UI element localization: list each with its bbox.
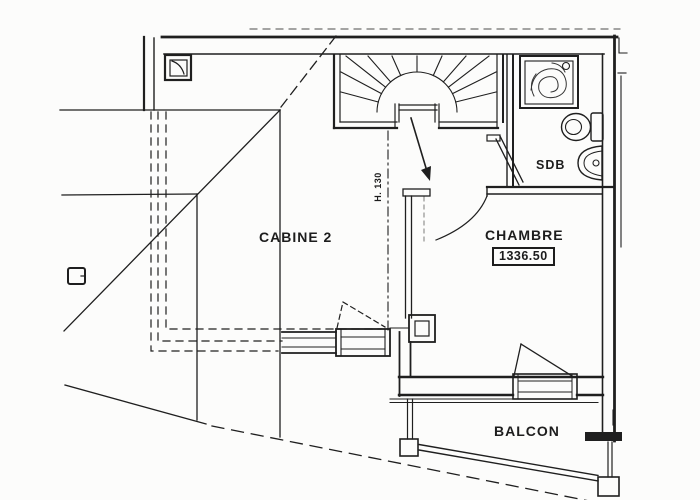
door-swing-balcony [513,343,573,377]
north-wall [160,28,621,55]
chambre-door-swing [423,134,524,244]
staircase [332,53,504,181]
railing-post-foot [399,438,419,457]
stair-direction-arrow-icon [410,117,431,181]
room-label-balcon: BALCON [494,423,560,439]
sink-icon [577,145,603,181]
balcony-railing [399,398,620,497]
sdb-walls [485,54,616,197]
west-upper-wall [142,35,155,112]
area-value-box: 1336.50 [492,247,555,266]
stair-outline [332,53,504,130]
left-structure-lines [59,35,337,438]
demolition-dashed-lines [150,111,382,352]
room-label-chambre: CHAMBRE [485,227,564,243]
hatch-panel-icon [163,53,193,82]
room-label-sdb: SDB [536,158,566,172]
room-label-cabine: CABINE 2 [259,229,333,245]
railing-post-foot [597,476,620,497]
electrical-outlet-icon [67,267,86,285]
door-swing-cabine-window [336,301,386,329]
balcony-south-wall [389,331,605,403]
height-note-label: H. 130 [373,172,383,202]
east-boundary-line [612,37,628,426]
toilet-icon [560,112,604,142]
partition-wall-cabine-chambre [402,188,431,319]
stair-treads [340,55,497,103]
window-chambre [512,373,578,400]
terrace-boundary-lines [64,384,588,500]
stair-walk-line [376,71,458,113]
cabine-window-wall [281,301,391,357]
shower-icon [519,55,579,109]
east-wall [585,34,622,443]
window-cabine [335,328,391,357]
duct-shaft-icon [389,314,436,343]
